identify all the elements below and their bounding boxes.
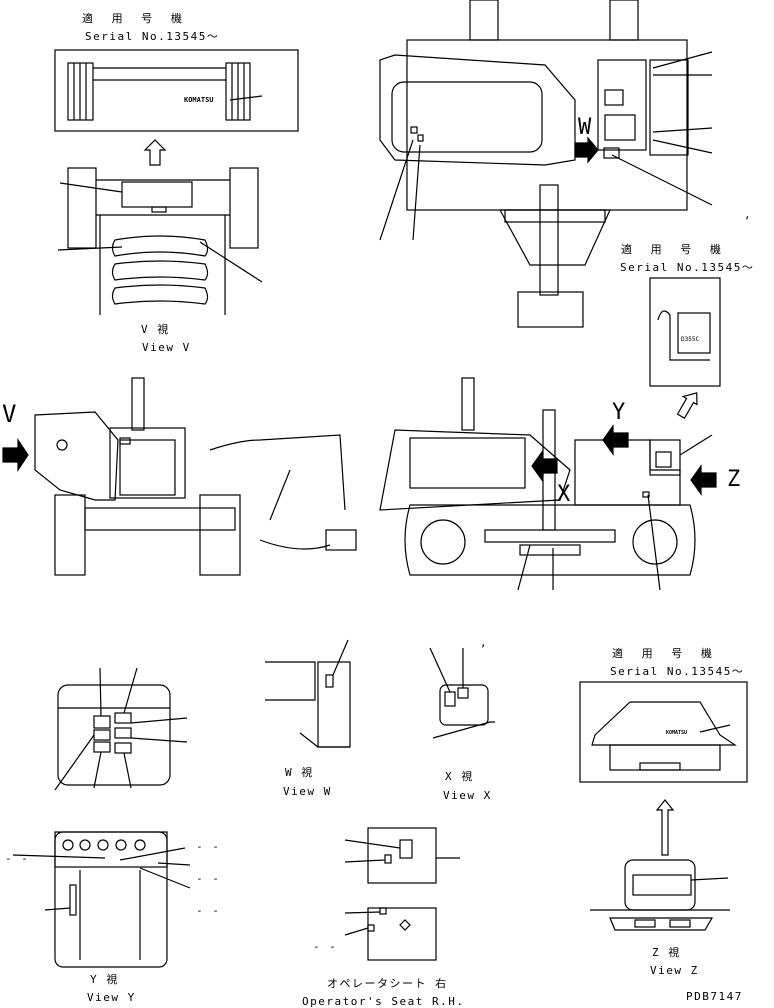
view-y-drawing: [12, 831, 191, 968]
arrow-w-label: W: [578, 115, 592, 140]
front-view-drawing: [2, 377, 357, 576]
view-z-detail-box: [579, 681, 748, 856]
arrow-x-label: X: [557, 482, 571, 507]
dash-y1: - -: [5, 852, 30, 865]
view-w-label: View W: [283, 785, 332, 798]
plate-label: D355C: [681, 336, 700, 343]
detail-rear-box: [54, 49, 299, 132]
arrow-v-label: V: [2, 400, 17, 428]
up-arrow: [143, 139, 167, 166]
view-z-drawing: [590, 859, 730, 931]
drawing-code: PDB7147: [686, 990, 743, 1003]
view-w-drawing: [265, 639, 351, 748]
serial-top-text: Serial No.13545～: [85, 30, 220, 43]
dash-seat: - -: [313, 940, 338, 953]
arrow-y-label: Y: [612, 400, 626, 425]
arrow-z-label: Z: [727, 467, 741, 492]
side-view-drawing: [379, 377, 717, 591]
serial-top-jp: 適 用 号 機: [82, 12, 188, 25]
seat-drawing: [344, 827, 460, 961]
dash-y2: - -: [196, 840, 221, 853]
view-v-jp: V 視: [141, 323, 170, 336]
serial-right-jp: 適 用 号 機: [621, 243, 727, 256]
view-v-label: View V: [142, 341, 191, 354]
seat-label: Operator's Seat R.H.: [302, 995, 465, 1008]
top-view-drawing: [379, 0, 713, 328]
comma-1: ,: [744, 208, 753, 221]
view-z-label: View Z: [650, 964, 699, 977]
serial-z-text: Serial No.13545～: [610, 665, 745, 678]
view-x-label: View X: [443, 789, 492, 802]
view-y-label: View Y: [87, 991, 136, 1004]
seat-jp: オペレータシート 右: [327, 977, 448, 990]
brand-logo-z: KOMATSU: [666, 730, 688, 736]
dash-y4: - -: [196, 904, 221, 917]
view-x-drawing: [429, 647, 495, 739]
view-v-drawing: [57, 167, 263, 315]
dash-y3: - -: [196, 872, 221, 885]
detail-plate-box: [649, 277, 721, 419]
view-w-jp: W 視: [285, 766, 314, 779]
comma-2: ,: [480, 636, 489, 649]
view-z-jp: Z 視: [652, 946, 681, 959]
view-y-jp: Y 視: [90, 973, 119, 986]
brand-logo: KOMATSU: [184, 96, 214, 104]
cab-view-drawing: [54, 667, 188, 791]
serial-z-jp: 適 用 号 機: [612, 647, 718, 660]
serial-right-text: Serial No.13545～: [620, 261, 755, 274]
view-x-jp: X 視: [445, 770, 474, 783]
